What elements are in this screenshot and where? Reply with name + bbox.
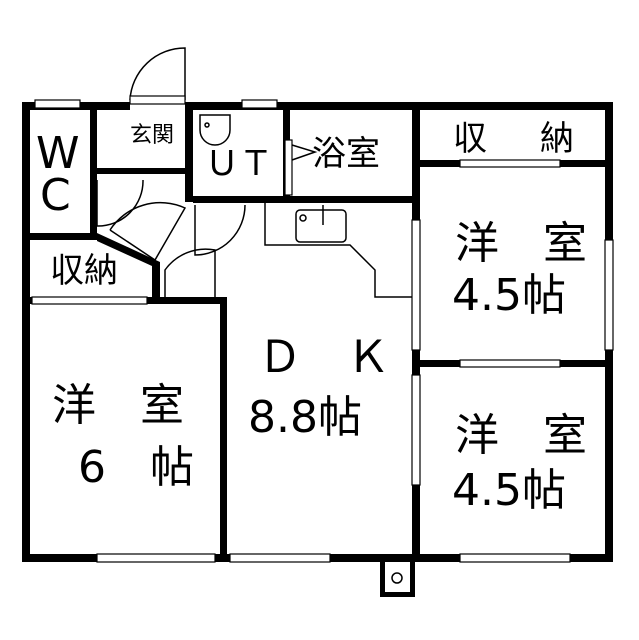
wc-label-w: W [36,128,80,179]
dk-label-1: Ｄ Ｋ [258,332,390,383]
entrance-label: 玄関 [130,123,174,148]
western-left-label-1: 洋 室 [52,380,184,431]
western-top-label-1: 洋 室 [455,218,587,269]
dk-label-2: 8.8帖 [248,392,362,443]
bath-label: 浴室 [312,134,380,174]
entrance-door [129,47,186,105]
storage-left-label: 収納 [50,251,118,291]
storage-top-label-2: 納 [540,119,574,159]
windows [31,99,614,563]
fixtures [96,114,412,584]
storage-top-label-1: 収 [453,119,487,159]
western-bottom-label-2: 4.5帖 [452,465,566,516]
western-top-label-2: 4.5帖 [452,270,566,321]
wc-label-c: C [40,170,71,221]
western-left-label-2: 6 帖 [78,442,194,493]
western-bottom-label-1: 洋 室 [455,410,587,461]
utility-label: ＵＴ [205,144,273,184]
